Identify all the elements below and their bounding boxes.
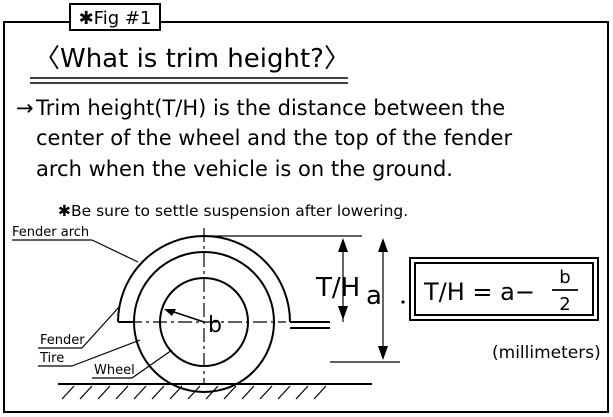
formula-lhs: T/H = a− xyxy=(423,278,535,306)
th-arrow-bottom xyxy=(338,306,348,320)
description-line-2: center of the wheel and the top of the f… xyxy=(36,126,512,150)
page-title: 〈What is trim height?〉 xyxy=(34,44,350,74)
description-line-3: arch when the vehicle is on the ground. xyxy=(36,157,453,181)
radius-arrowhead xyxy=(164,309,176,316)
th-arrow-top xyxy=(338,238,348,252)
label-tire: Tire xyxy=(39,351,64,366)
label-th: T/H xyxy=(315,273,360,303)
figure-frame xyxy=(3,21,609,413)
label-fender-arch: Fender arch xyxy=(12,225,89,240)
description-line-1: Trim height(T/H) is the distance between… xyxy=(35,96,505,120)
formula-numerator: b xyxy=(559,267,570,288)
fig-tag-box xyxy=(69,3,161,31)
formula-box-outer xyxy=(409,257,599,321)
ground-hatching xyxy=(61,385,327,400)
fig-tag: ✱Fig #1 xyxy=(79,8,152,29)
arrow-icon: → xyxy=(16,96,34,120)
fender-leader xyxy=(81,305,121,349)
label-fender: Fender xyxy=(40,333,85,348)
tire-leader xyxy=(71,339,141,367)
wheel-leader xyxy=(131,349,173,379)
a-arrow-top xyxy=(378,238,388,252)
formula-box-inner xyxy=(414,262,594,316)
formula-dot xyxy=(401,300,405,304)
units-label: (millimeters) xyxy=(492,343,601,363)
formula-denominator: 2 xyxy=(559,294,570,315)
fender-arch-leader xyxy=(91,239,139,263)
settle-note: ✱Be sure to settle suspension after lowe… xyxy=(58,202,408,220)
a-arrow-bottom xyxy=(378,346,388,360)
label-a: a xyxy=(366,281,382,311)
label-b: b xyxy=(208,313,222,338)
label-wheel: Wheel xyxy=(94,363,135,378)
